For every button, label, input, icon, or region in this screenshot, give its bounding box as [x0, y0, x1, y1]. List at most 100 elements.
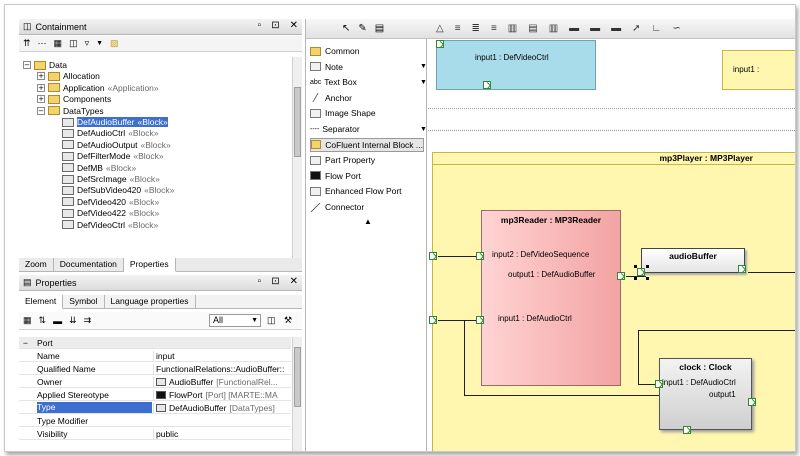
- copy-icon[interactable]: ◫: [69, 38, 78, 48]
- tree-item[interactable]: DefSubVideo420«Block»: [51, 184, 174, 196]
- clock-output1-port[interactable]: [748, 398, 756, 406]
- close-icon[interactable]: ✕: [289, 20, 298, 31]
- property-value[interactable]: AudioBuffer[FunctionalRel...: [153, 376, 291, 387]
- port-icon[interactable]: [436, 40, 444, 48]
- rectilinear-icon[interactable]: ∟: [651, 23, 662, 34]
- marquee-icon[interactable]: ▤: [374, 23, 385, 34]
- new-folder-icon[interactable]: ▨: [110, 38, 119, 48]
- connector-line[interactable]: [626, 276, 646, 277]
- tree-item[interactable]: +Allocation: [37, 70, 100, 82]
- palette-item[interactable]: Enhanced Flow Port: [310, 184, 424, 198]
- property-value[interactable]: public: [153, 428, 291, 439]
- connector-line[interactable]: [638, 384, 662, 385]
- collapse-toggle-icon[interactable]: −: [37, 106, 45, 115]
- audiobuffer-output-port[interactable]: [738, 265, 746, 273]
- selection-handle[interactable]: [646, 277, 649, 280]
- pin-icon[interactable]: ⊡: [271, 20, 280, 31]
- property-value[interactable]: input: [153, 350, 291, 361]
- tree-view-icon[interactable]: ▦: [23, 315, 32, 325]
- palette-item[interactable]: Connector: [310, 200, 424, 214]
- tree-item[interactable]: DefFilterMode«Block»: [51, 150, 164, 162]
- dropdown-icon[interactable]: ▼: [96, 40, 104, 47]
- port-icon[interactable]: [483, 81, 491, 89]
- palette-item[interactable]: Part Property: [310, 153, 424, 167]
- scroll-down-icon[interactable]: ▲: [364, 217, 372, 226]
- palette-item[interactable]: Anchor: [310, 91, 424, 105]
- tree-item[interactable]: −Data: [23, 59, 67, 71]
- clock-input1-port[interactable]: [655, 380, 663, 388]
- sort-icon[interactable]: ⇈: [23, 38, 31, 48]
- audiobuffer-input-port[interactable]: [637, 268, 645, 276]
- mp3reader-output1-port[interactable]: [617, 272, 625, 280]
- tree-item[interactable]: +Application«Application»: [37, 82, 159, 94]
- expand-toggle-icon[interactable]: +: [37, 95, 45, 104]
- tree-scrollbar[interactable]: [292, 57, 302, 267]
- palette-item[interactable]: CoFluent Internal Block ...: [310, 137, 424, 152]
- tree-item[interactable]: DefAudioBuffer«Block»: [51, 116, 168, 128]
- line-style-icon[interactable]: ➚: [632, 23, 641, 34]
- palette-item[interactable]: Note▼: [310, 60, 427, 74]
- tab-element[interactable]: Element: [19, 295, 64, 309]
- clock-part[interactable]: clock : Clock input1 : DefAudioCtrl outp…: [659, 358, 752, 430]
- property-value[interactable]: FunctionalRelations::AudioBuffer::: [153, 363, 291, 374]
- minimize-icon[interactable]: ▫: [257, 20, 262, 31]
- align-center-icon[interactable]: ≣: [471, 23, 480, 34]
- distribute-icon[interactable]: ▥: [507, 23, 518, 34]
- tree-item[interactable]: DefMB«Block»: [51, 162, 136, 174]
- collapse-toggle-icon[interactable]: −: [23, 337, 28, 348]
- category-icon[interactable]: ▬: [53, 315, 63, 326]
- tab-symbol[interactable]: Symbol: [63, 295, 105, 309]
- expand-toggle-icon[interactable]: +: [37, 83, 45, 92]
- align-bottom-icon[interactable]: ▥: [548, 23, 559, 34]
- tree-item[interactable]: DefSrcImage«Block»: [51, 173, 160, 185]
- align-top-icon[interactable]: ▤: [528, 23, 538, 34]
- collapse-all-icon[interactable]: ⇉: [83, 315, 92, 325]
- expand-toggle-icon[interactable]: +: [37, 72, 45, 81]
- palette-item[interactable]: Common: [310, 44, 424, 58]
- property-value[interactable]: FlowPort[Port] [MARTE::MA: [153, 389, 291, 400]
- palette-item[interactable]: Image Shape: [310, 106, 424, 120]
- connector-line[interactable]: [438, 320, 476, 321]
- tab-properties[interactable]: Properties: [123, 258, 176, 272]
- palette-item[interactable]: ----Separator▼: [310, 122, 427, 136]
- properties-scrollbar[interactable]: [292, 337, 302, 451]
- mp3reader-input2-port[interactable]: [476, 252, 484, 260]
- properties-scroll-thumb[interactable]: [294, 347, 301, 407]
- chevron-down-icon[interactable]: ▼: [420, 125, 427, 133]
- container-port-left-top[interactable]: [429, 252, 437, 260]
- tree-item[interactable]: DefVideo420«Block»: [51, 196, 159, 208]
- minimize-icon[interactable]: ▫: [257, 276, 262, 287]
- same-height-icon[interactable]: ▬: [611, 23, 622, 34]
- property-row[interactable]: Type Modifier: [19, 415, 291, 427]
- pointer-icon[interactable]: ↖: [342, 23, 351, 34]
- tools-icon[interactable]: ⚒: [284, 315, 293, 325]
- align-right-icon[interactable]: ≡: [490, 23, 497, 34]
- layout-icon[interactable]: △: [436, 23, 444, 34]
- palette-item[interactable]: Flow Port: [310, 169, 424, 183]
- connector-line[interactable]: [464, 320, 465, 395]
- filter-select[interactable]: All ▼: [209, 314, 261, 327]
- connector-line[interactable]: [638, 330, 639, 384]
- top-part-video-ctrl[interactable]: input1 : DefVideoCtrl: [436, 40, 596, 90]
- property-group[interactable]: −Port: [19, 337, 291, 349]
- collapse-toggle-icon[interactable]: −: [23, 61, 31, 69]
- tab-language-properties[interactable]: Language properties: [105, 295, 196, 309]
- property-value[interactable]: DefAudioBuffer[DataTypes]: [153, 402, 291, 413]
- selection-handle[interactable]: [646, 265, 649, 268]
- pin-icon[interactable]: ⊡: [271, 276, 280, 287]
- tree-item[interactable]: DefAudioCtrl«Block»: [51, 127, 158, 139]
- tree-item[interactable]: DefAudioOutput«Block»: [51, 139, 171, 151]
- edit-icon[interactable]: ✎: [358, 23, 367, 34]
- same-width-icon[interactable]: ▬: [590, 23, 601, 34]
- tab-documentation[interactable]: Documentation: [54, 258, 124, 272]
- tree-item[interactable]: DefVideo422«Block»: [51, 207, 159, 219]
- connector-line[interactable]: [464, 395, 661, 396]
- expand-icon[interactable]: ⇊: [69, 315, 77, 325]
- container-port-left-bottom[interactable]: [429, 316, 437, 324]
- filter-icon[interactable]: ▿: [84, 38, 90, 48]
